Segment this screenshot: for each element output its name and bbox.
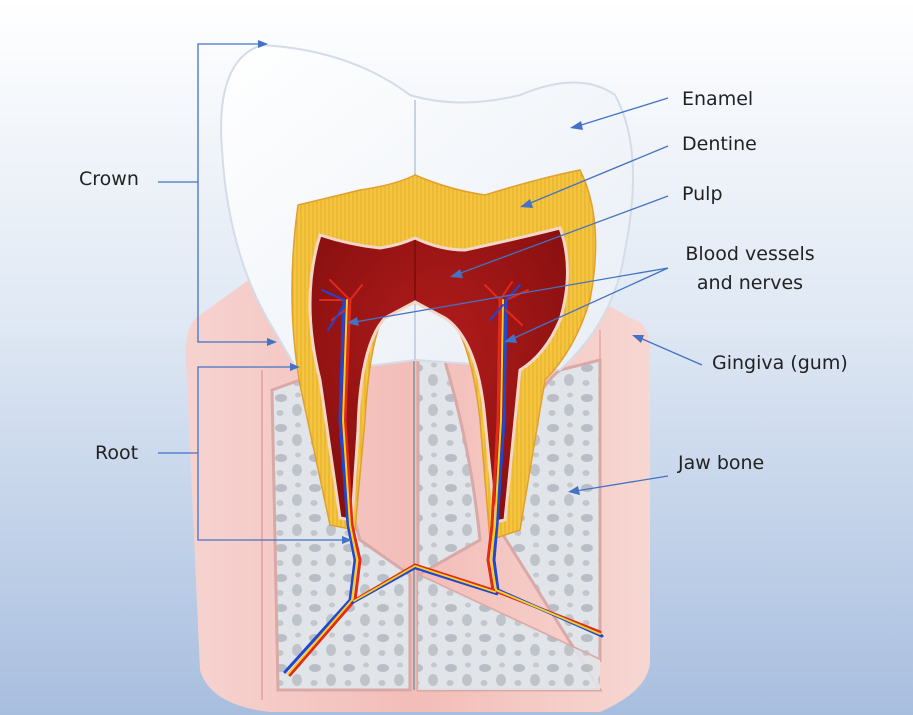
jaw-bone-label: Jaw bone: [678, 452, 765, 474]
enamel-pointer: [570, 97, 669, 130]
gingiva-label: Gingiva (gum): [712, 352, 848, 374]
enamel-label: Enamel: [682, 88, 754, 110]
root-label: Root: [95, 442, 139, 464]
blood-vessels-label: Blood vessels and nerves: [680, 240, 820, 298]
pulp-pointer: [450, 195, 669, 278]
blood-vessels-label-line2: and nerves: [696, 272, 804, 294]
jaw-bone-pointer: [568, 475, 669, 495]
gingiva-pointer: [632, 335, 703, 366]
root-bracket: [158, 363, 352, 544]
blood-vessels-and-nerves: [283, 279, 604, 677]
blood-vessels-label-line1: Blood vessels: [685, 243, 815, 265]
vessels-pointer: [347, 267, 669, 343]
dentine-label: Dentine: [682, 133, 757, 155]
crown-bracket: [158, 40, 277, 346]
dentine-pointer: [520, 145, 669, 208]
crown-label: Crown: [79, 168, 139, 190]
pulp-label: Pulp: [682, 183, 723, 205]
